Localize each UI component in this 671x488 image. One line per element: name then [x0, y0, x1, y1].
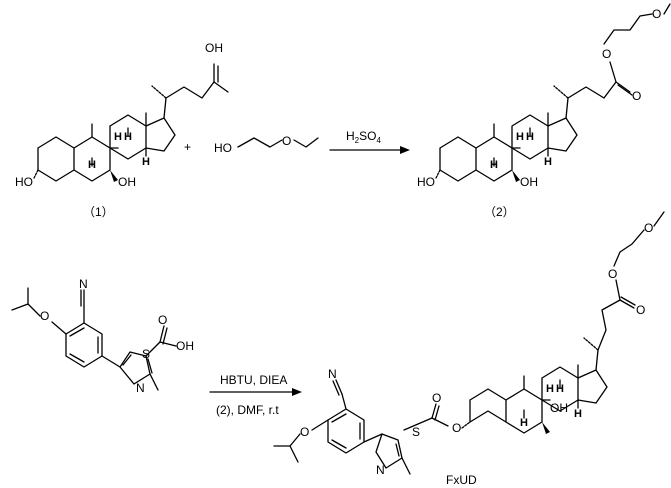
o-atom: O	[636, 303, 645, 317]
febuxostat-structure: N O N S O OH	[11, 277, 194, 395]
oh-atom: OH	[550, 401, 568, 415]
n-atom: N	[376, 463, 385, 477]
o-atom: O	[644, 221, 653, 235]
ho-atom: HO	[15, 175, 33, 189]
h-atom: H	[546, 383, 554, 395]
ho-atom: HO	[417, 175, 435, 189]
o-atom: O	[652, 7, 661, 21]
h-atom: H	[544, 156, 552, 168]
h-atom: H	[88, 159, 96, 171]
h-atom: H	[490, 159, 498, 171]
n-atom: N	[79, 277, 88, 291]
o-atom: O	[158, 313, 167, 327]
h-atom: H	[114, 131, 122, 143]
compound-1-structure: H H H H HO OH OH	[15, 41, 229, 189]
n-atom: N	[328, 367, 337, 381]
o-atom: O	[452, 421, 461, 435]
reaction-arrow-1: H2SO4	[329, 129, 410, 154]
h-atom: H	[516, 131, 524, 143]
plus-sign: +	[184, 140, 191, 154]
o-atom: O	[602, 47, 611, 61]
reaction-arrow-2: HBTU, DIEA (2), DMF, r.t	[209, 373, 302, 417]
oh-atom: OH	[520, 175, 538, 189]
h-atom: H	[556, 383, 564, 395]
ethoxyethanol-structure: HO O	[214, 134, 319, 155]
o-atom: O	[300, 425, 309, 439]
o-atom: O	[432, 391, 441, 405]
product-label: FxUD	[446, 473, 477, 487]
h-atom: H	[124, 131, 132, 143]
compound-1-label: （1）	[83, 205, 114, 219]
s-atom: S	[142, 347, 150, 361]
o-atom: O	[40, 309, 49, 323]
reagent-hbtu: HBTU, DIEA	[220, 373, 287, 387]
h-atom: H	[520, 417, 528, 429]
h-atom: H	[526, 131, 534, 143]
o-atom: O	[632, 89, 641, 103]
oh-atom: OH	[176, 339, 194, 353]
o-atom: O	[282, 134, 291, 148]
fxud-structure: N O N S O O H	[273, 211, 665, 477]
oh-atom: OH	[205, 41, 223, 55]
s-atom: S	[412, 425, 420, 439]
oh-atom: OH	[118, 175, 136, 189]
h-atom: H	[142, 156, 150, 168]
compound-2-label: （2）	[484, 205, 515, 219]
n-atom: N	[136, 381, 145, 395]
h-atom: H	[574, 408, 582, 420]
compound-2-structure: H H H H HO OH O O O	[417, 3, 671, 189]
o-atom: O	[608, 267, 617, 281]
ho-atom: HO	[214, 141, 232, 155]
reagent-h2so4: H2SO4	[346, 129, 381, 145]
reagent-dmf: (2), DMF, r.t	[216, 403, 279, 417]
